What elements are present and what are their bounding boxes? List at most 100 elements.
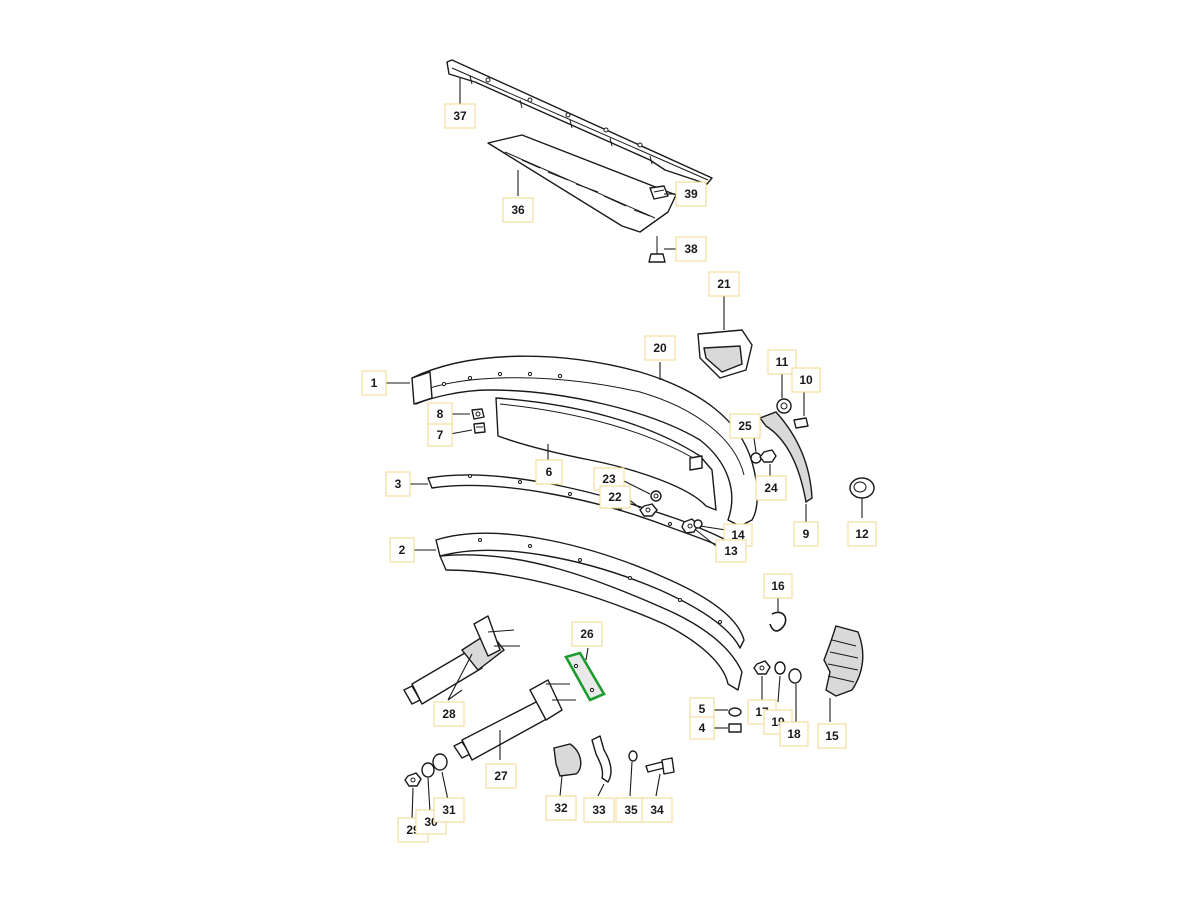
- part-37-rail[interactable]: [446, 59, 713, 185]
- callout-37[interactable]: 37: [444, 103, 476, 129]
- part-19-washer[interactable]: [774, 661, 786, 675]
- part-35-washer[interactable]: [628, 750, 638, 762]
- svg-text:22: 22: [608, 490, 622, 504]
- part-11-grommet[interactable]: [776, 398, 792, 414]
- part-1-bumper-shell[interactable]: [411, 355, 758, 527]
- part-39-clip[interactable]: [649, 185, 669, 200]
- svg-text:6: 6: [546, 465, 553, 479]
- callout-16[interactable]: 16: [763, 573, 793, 599]
- callout-31[interactable]: 31: [433, 797, 465, 823]
- svg-text:36: 36: [511, 203, 525, 217]
- part-9-end-cap[interactable]: [758, 411, 813, 504]
- part-10-screw[interactable]: [793, 417, 809, 429]
- part-23-washer[interactable]: [650, 490, 662, 502]
- part-7-screw[interactable]: [473, 422, 486, 434]
- callout-18[interactable]: 18: [779, 721, 809, 747]
- part-26-plate[interactable]: [564, 651, 606, 702]
- callout-35[interactable]: 35: [615, 797, 647, 823]
- part-12-grommet[interactable]: [849, 477, 875, 499]
- part-33-clamp[interactable]: [591, 735, 612, 783]
- callout-15[interactable]: 15: [817, 723, 847, 749]
- part-8-nut[interactable]: [471, 408, 485, 420]
- svg-text:33: 33: [592, 803, 606, 817]
- part-34-bolt[interactable]: [645, 757, 675, 775]
- svg-text:1: 1: [371, 376, 378, 390]
- svg-text:12: 12: [855, 527, 869, 541]
- svg-text:26: 26: [580, 627, 594, 641]
- svg-text:21: 21: [717, 277, 731, 291]
- callout-33[interactable]: 33: [583, 797, 615, 823]
- part-21-pad[interactable]: [697, 329, 753, 379]
- callout-26[interactable]: 26: [571, 621, 603, 647]
- svg-text:39: 39: [684, 187, 698, 201]
- part-5-washer[interactable]: [728, 707, 742, 717]
- callout-32[interactable]: 32: [545, 795, 577, 821]
- svg-text:23: 23: [602, 472, 616, 486]
- part-15-grille[interactable]: [823, 625, 864, 697]
- callout-9[interactable]: 9: [793, 521, 819, 547]
- part-6-trim-strip[interactable]: [495, 397, 717, 511]
- callout-12[interactable]: 12: [847, 521, 877, 547]
- svg-text:38: 38: [684, 242, 698, 256]
- callout-25[interactable]: 25: [729, 413, 761, 439]
- svg-text:27: 27: [494, 769, 508, 783]
- callout-6[interactable]: 6: [535, 459, 563, 485]
- svg-text:15: 15: [825, 729, 839, 743]
- callout-3[interactable]: 3: [385, 471, 411, 497]
- part-38-screw[interactable]: [648, 236, 666, 263]
- svg-text:34: 34: [650, 803, 664, 817]
- part-13-washer[interactable]: [693, 519, 703, 529]
- svg-text:28: 28: [442, 707, 456, 721]
- callout-1[interactable]: 1: [361, 370, 387, 396]
- callout-27[interactable]: 27: [485, 763, 517, 789]
- svg-text:24: 24: [764, 481, 778, 495]
- svg-text:18: 18: [787, 727, 801, 741]
- part-24-nut[interactable]: [759, 449, 777, 463]
- callout-4[interactable]: 4: [689, 716, 715, 740]
- svg-text:7: 7: [437, 428, 444, 442]
- part-36-undertray[interactable]: [487, 134, 677, 233]
- svg-text:2: 2: [399, 543, 406, 557]
- part-28-shock-absorber[interactable]: [403, 615, 520, 705]
- callout-11[interactable]: 11: [767, 349, 797, 375]
- callout-36[interactable]: 36: [502, 197, 534, 223]
- part-17-nut[interactable]: [753, 660, 771, 675]
- part-31-washer[interactable]: [432, 753, 448, 771]
- part-29-nut[interactable]: [404, 772, 422, 787]
- callout-13[interactable]: 13: [715, 539, 747, 563]
- callout-39[interactable]: 39: [675, 181, 707, 207]
- svg-text:10: 10: [799, 373, 813, 387]
- callout-20[interactable]: 20: [644, 335, 676, 361]
- svg-text:5: 5: [699, 702, 706, 716]
- svg-text:20: 20: [653, 341, 667, 355]
- callout-22[interactable]: 22: [599, 485, 631, 509]
- svg-text:14: 14: [731, 528, 745, 542]
- part-25-washer[interactable]: [750, 452, 762, 464]
- svg-text:35: 35: [624, 803, 638, 817]
- callout-34[interactable]: 34: [641, 797, 673, 823]
- part-32-rubber-mount[interactable]: [553, 743, 582, 777]
- callout-21[interactable]: 21: [708, 271, 740, 297]
- svg-text:9: 9: [803, 527, 810, 541]
- svg-text:16: 16: [771, 579, 785, 593]
- part-30-washer[interactable]: [421, 762, 435, 778]
- part-4-screw[interactable]: [728, 723, 742, 733]
- part-18-washer[interactable]: [788, 668, 802, 684]
- callout-24[interactable]: 24: [755, 475, 787, 501]
- part-27-shock-absorber[interactable]: [453, 679, 576, 761]
- svg-text:13: 13: [724, 544, 738, 558]
- callout-2[interactable]: 2: [389, 537, 415, 563]
- svg-text:4: 4: [699, 721, 706, 735]
- callout-38[interactable]: 38: [675, 236, 707, 262]
- part-16-spring-clip[interactable]: [769, 611, 787, 632]
- part-2-lower-beam[interactable]: [435, 532, 745, 691]
- callout-8[interactable]: 8: [427, 402, 453, 426]
- svg-text:11: 11: [776, 355, 789, 369]
- callout-7[interactable]: 7: [427, 423, 453, 447]
- callout-10[interactable]: 10: [791, 367, 821, 393]
- part-22-nut[interactable]: [639, 503, 658, 517]
- svg-text:32: 32: [554, 801, 568, 815]
- callout-28[interactable]: 28: [433, 701, 465, 727]
- svg-text:3: 3: [395, 477, 402, 491]
